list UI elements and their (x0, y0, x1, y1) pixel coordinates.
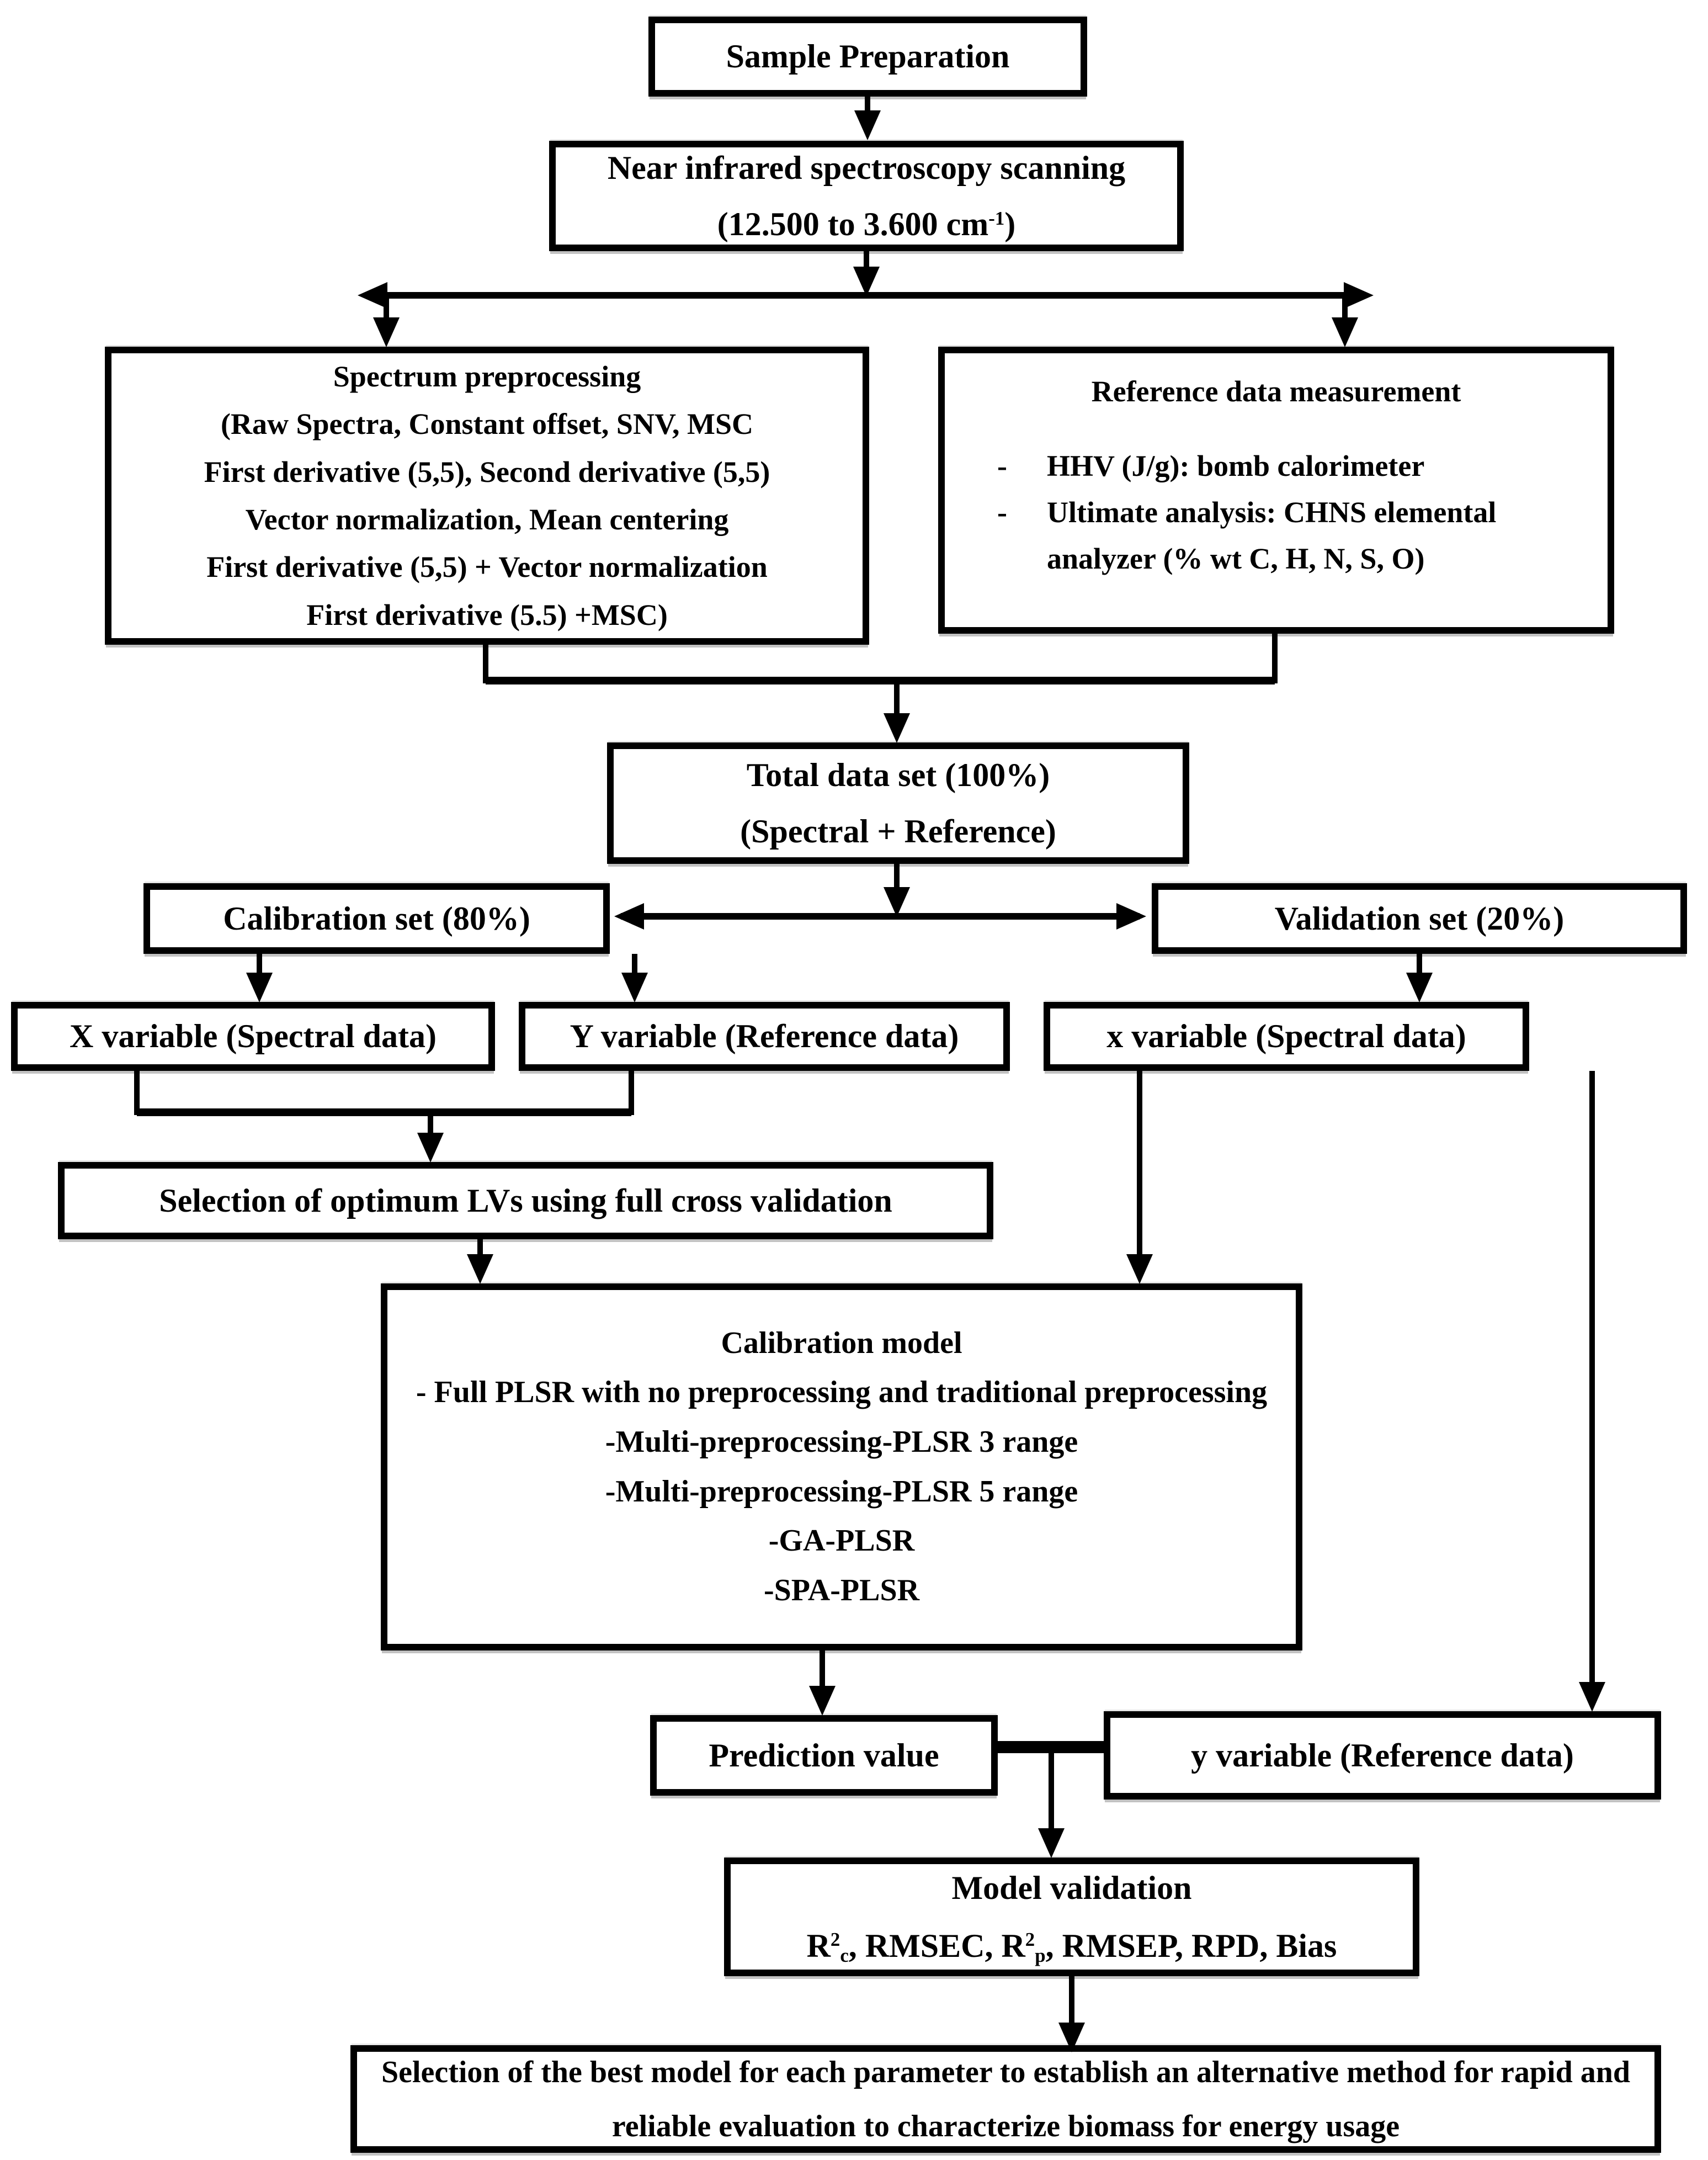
calibration-model-title: Calibration model (721, 1325, 962, 1360)
arrowhead-down-icon (1126, 1254, 1153, 1284)
connector-bar-to-modelvalidation (1049, 1753, 1054, 1828)
connector-xy-merge-line (137, 1108, 631, 1116)
reference-item-text: Ultimate analysis: CHNS elemental analyz… (1047, 495, 1497, 575)
connector-branch-to-reference (1342, 299, 1348, 317)
node-label: Prediction value (709, 1737, 939, 1774)
arrowhead-left-icon (614, 903, 644, 930)
connector-merge-to-lv-selection (428, 1116, 433, 1133)
arrowhead-down-icon (1579, 1682, 1605, 1712)
model-validation-metrics: R2c, RMSEC, R2p, RMSEP, RPD, Bias (806, 1927, 1337, 1967)
arrowhead-down-icon (884, 713, 910, 743)
connector-yvar-to-merge (629, 1071, 634, 1115)
node-label: Validation set (20%) (1274, 900, 1565, 937)
node-spectrum-preprocessing: Spectrum preprocessing (Raw Spectra, Con… (105, 347, 869, 645)
arrowhead-right-icon (1344, 282, 1374, 309)
node-model-validation: Model validation R2c, RMSEC, R2p, RMSEP,… (724, 1858, 1419, 1976)
node-label: Y variable (Reference data) (570, 1018, 959, 1054)
connector-xvarval-to-calmodel (1137, 1071, 1142, 1254)
node-sample-preparation: Sample Preparation (648, 17, 1087, 97)
node-lv-selection: Selection of optimum LVs using full cros… (58, 1162, 993, 1239)
spectrum-line-2: (Raw Spectra, Constant offset, SNV, MSC (221, 407, 753, 441)
node-label-line2: (Spectral + Reference) (740, 813, 1056, 850)
node-y-variable-calibration: Y variable (Reference data) (519, 1002, 1010, 1071)
arrowhead-down-icon (1332, 317, 1358, 347)
spectrum-line-3: First derivative (5,5), Second derivativ… (204, 455, 770, 489)
connector-spectrum-to-merge (483, 645, 488, 683)
calibration-model-item: -Multi-preprocessing-PLSR 3 range (605, 1424, 1078, 1459)
arrowhead-down-icon (621, 973, 648, 1002)
connector-reference-to-merge (1272, 634, 1278, 683)
connector-total-to-split (894, 864, 900, 887)
connector-split-line (621, 913, 1140, 920)
node-conclusion: Selection of the best model for each par… (350, 2045, 1661, 2153)
reference-item: - HHV (J/g): bomb calorimeter (967, 443, 1585, 490)
node-label: Sample Preparation (726, 38, 1010, 75)
node-y-variable-validation: y variable (Reference data) (1104, 1711, 1661, 1800)
node-label-line1: Near infrared spectroscopy scanning (607, 150, 1126, 186)
node-label: Calibration set (80%) (223, 900, 530, 937)
connector-modelvalidation-to-conclusion (1069, 1976, 1074, 2023)
connector-branch-to-spectrum (384, 299, 389, 317)
reference-title: Reference data measurement (1091, 375, 1461, 408)
connector-calibration-to-xvar (257, 954, 262, 973)
node-nir-scanning: Near infrared spectroscopy scanning (12.… (549, 141, 1184, 251)
node-x-variable-calibration: X variable (Spectral data) (11, 1002, 495, 1071)
arrowhead-down-icon (246, 973, 273, 1002)
arrowhead-down-icon (853, 267, 880, 296)
arrowhead-down-icon (1406, 973, 1433, 1002)
bullet-dash: - (997, 449, 1007, 483)
spectrum-line-5: First derivative (5,5) + Vector normaliz… (206, 550, 768, 584)
node-label: X variable (Spectral data) (70, 1018, 437, 1054)
arrowhead-down-icon (1058, 2023, 1085, 2052)
connector-sample-to-nir (865, 97, 870, 111)
calibration-model-item: -Multi-preprocessing-PLSR 5 range (605, 1474, 1078, 1509)
arrowhead-down-icon (854, 110, 881, 140)
node-label-line1: Total data set (100%) (746, 757, 1050, 793)
node-calibration-model: Calibration model - Full PLSR with no pr… (381, 1283, 1302, 1650)
arrowhead-down-icon (809, 1686, 836, 1716)
connector-calibration-to-yvar (632, 954, 637, 973)
calibration-model-item: - Full PLSR with no preprocessing and tr… (416, 1375, 1268, 1410)
node-reference-data-measurement: Reference data measurement - HHV (J/g): … (938, 347, 1614, 634)
node-total-data-set: Total data set (100%) (Spectral + Refere… (607, 742, 1189, 864)
arrowhead-right-icon (1116, 903, 1146, 930)
reference-item: - Ultimate analysis: CHNS elemental anal… (967, 490, 1585, 582)
node-label: y variable (Reference data) (1191, 1737, 1574, 1774)
connector-merge-to-total (894, 684, 900, 713)
arrowhead-down-icon (467, 1254, 493, 1284)
connector-lv-to-calmodel (477, 1239, 483, 1254)
arrowhead-left-icon (358, 282, 387, 309)
connector-branch-line (386, 292, 1345, 299)
node-calibration-set: Calibration set (80%) (143, 883, 610, 954)
connector-xvarval-to-yvarval (1589, 1071, 1595, 1682)
arrowhead-down-icon (1038, 1828, 1065, 1858)
arrowhead-down-icon (884, 887, 910, 917)
node-validation-set: Validation set (20%) (1152, 883, 1687, 954)
node-x-variable-validation: x variable (Spectral data) (1044, 1002, 1529, 1071)
node-label: Selection of the best model for each par… (381, 2055, 1631, 2143)
connector-prediction-yvar-bar (993, 1741, 1109, 1753)
calibration-model-item: -SPA-PLSR (763, 1573, 920, 1607)
bullet-dash: - (997, 495, 1007, 529)
spectrum-line-1: Spectrum preprocessing (333, 359, 641, 393)
spectrum-line-6: First derivative (5.5) +MSC) (306, 598, 668, 631)
connector-validation-to-xvar (1417, 954, 1422, 973)
calibration-model-item: -GA-PLSR (768, 1524, 915, 1558)
model-validation-title: Model validation (951, 1869, 1192, 1906)
spectrum-line-4: Vector normalization, Mean centering (245, 503, 729, 536)
connector-xvar-to-merge (134, 1071, 140, 1115)
arrowhead-down-icon (417, 1133, 444, 1163)
node-label-line2: (12.500 to 3.600 cm-1) (717, 206, 1016, 242)
reference-item-text: HHV (J/g): bomb calorimeter (1047, 449, 1425, 483)
node-prediction-value: Prediction value (650, 1715, 998, 1796)
node-label: Selection of optimum LVs using full cros… (159, 1182, 892, 1219)
connector-merge-line (486, 677, 1275, 684)
connector-calmodel-to-prediction (820, 1650, 825, 1686)
connector-nir-to-branch (864, 251, 869, 267)
node-label: x variable (Spectral data) (1106, 1018, 1466, 1054)
arrowhead-down-icon (373, 317, 400, 347)
